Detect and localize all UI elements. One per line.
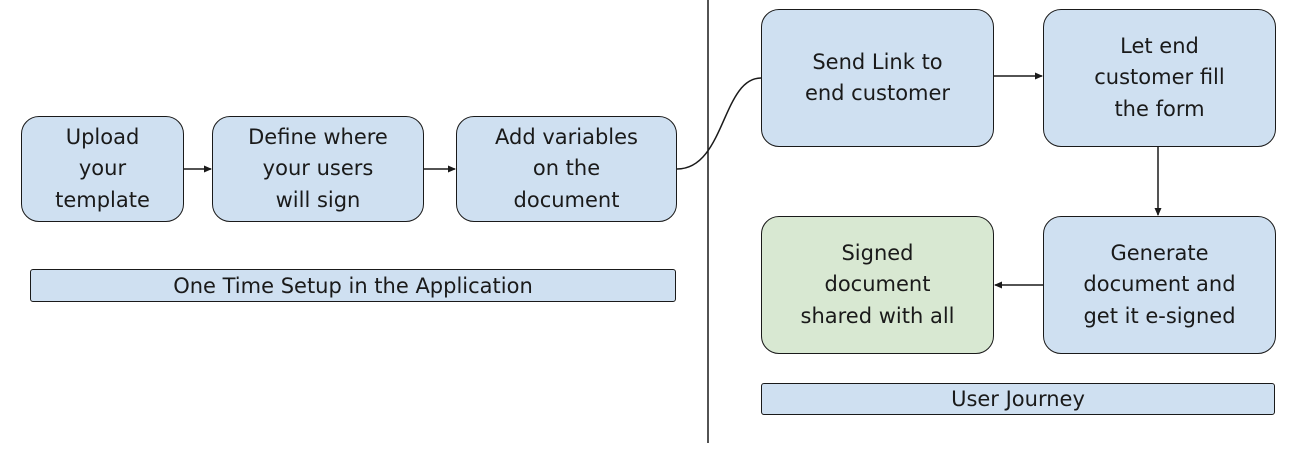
step-upload-template: Upload your template bbox=[21, 116, 184, 222]
section-label-journey: User Journey bbox=[761, 383, 1275, 415]
section-label-setup: One Time Setup in the Application bbox=[30, 269, 676, 302]
connector-variables-to-send-link bbox=[676, 77, 762, 170]
step-fill-form: Let end customer fill the form bbox=[1043, 9, 1276, 147]
step-signed-shared: Signed document shared with all bbox=[761, 216, 994, 354]
step-define-signers: Define where your users will sign bbox=[212, 116, 424, 222]
step-send-link: Send Link to end customer bbox=[761, 9, 994, 147]
step-generate-sign: Generate document and get it e-signed bbox=[1043, 216, 1276, 354]
step-add-variables: Add variables on the document bbox=[456, 116, 677, 222]
